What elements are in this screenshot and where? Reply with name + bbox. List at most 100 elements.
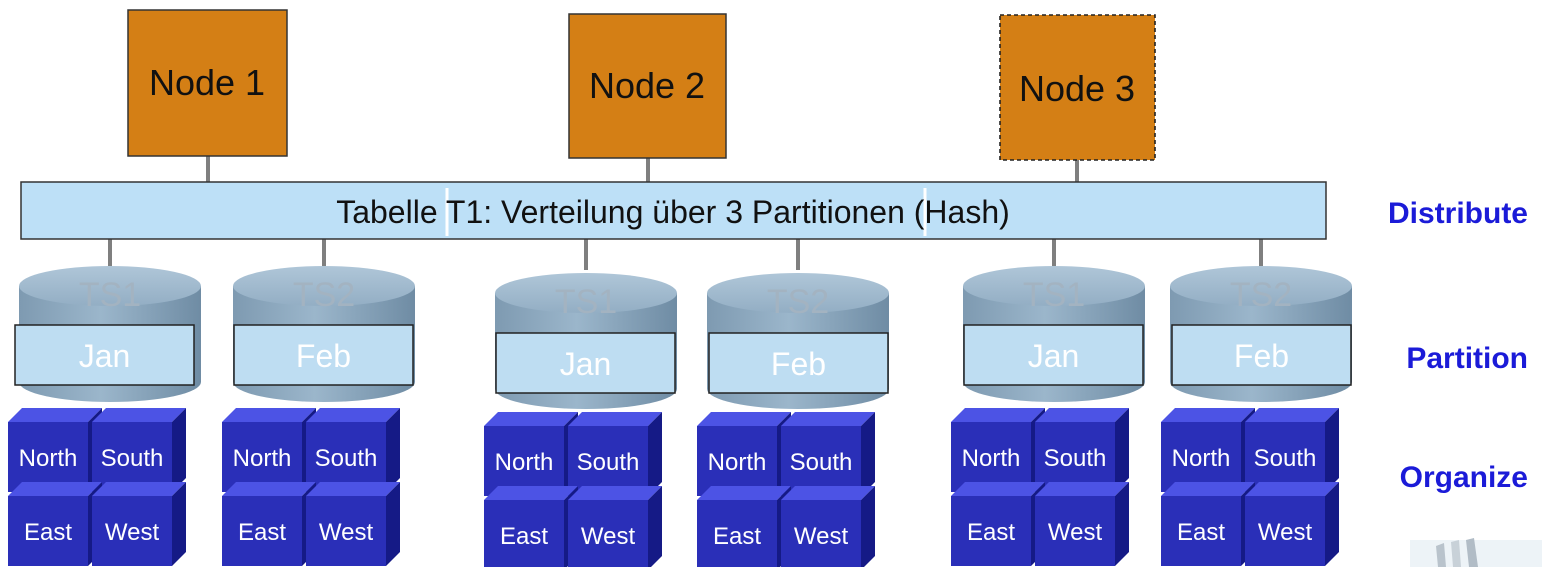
cube-label: South (1254, 445, 1317, 472)
tablespace-label: TS1 (79, 276, 141, 314)
tablespace-label: TS2 (293, 276, 355, 314)
node-1: Node 1 (127, 9, 288, 157)
cube-side-face (1325, 408, 1339, 492)
cube-label: West (319, 519, 374, 546)
cube-top-face (1035, 482, 1129, 496)
cube-front-face (568, 426, 648, 496)
cube-front-face (306, 496, 386, 566)
cube-top-face (1245, 408, 1339, 422)
cube-front-face (222, 422, 302, 492)
cube-top-face (697, 486, 791, 500)
cube-top-face (8, 408, 102, 422)
layer-label-organize: Organize (1400, 461, 1528, 494)
cube-side-face (1115, 482, 1129, 566)
node-1-label: Node 1 (149, 62, 265, 103)
cube-top-face (697, 412, 791, 426)
cube-side-face (386, 408, 400, 492)
month-partition-box (963, 324, 1144, 386)
cube-side-face (386, 482, 400, 566)
node-1-box (127, 9, 288, 157)
cube-label: North (495, 449, 554, 476)
cube-side-face (861, 412, 875, 496)
cube-label: West (581, 523, 636, 550)
cube-front-face (1245, 422, 1325, 492)
cube-front-face (8, 496, 88, 566)
month-partition-box (233, 324, 414, 386)
cube-label: West (1048, 519, 1103, 546)
cube-front-face (1161, 496, 1241, 566)
cube-front-face (306, 422, 386, 492)
month-partition-label: Feb (771, 346, 826, 382)
cube-top-face (484, 486, 578, 500)
month-partition-label: Jan (1028, 338, 1080, 374)
table-bar-box (20, 181, 1327, 240)
month-partition-box (14, 324, 195, 386)
cube-top-face (1035, 408, 1129, 422)
cube-label: East (967, 519, 1015, 546)
cube-side-face (1115, 408, 1129, 492)
tablespace-cylinder-top (963, 266, 1145, 306)
cube-top-face (1161, 482, 1255, 496)
cube-top-face (92, 482, 186, 496)
cube-front-face (484, 500, 564, 567)
cube-label: South (101, 445, 164, 472)
logo-icon (1410, 538, 1542, 567)
cube-top-face (222, 408, 316, 422)
cube-front-face (568, 500, 648, 567)
cube-front-face (92, 422, 172, 492)
cube-top-face (568, 486, 662, 500)
month-partition-box (1171, 324, 1352, 386)
tablespace-cylinder-top (233, 266, 415, 306)
cube-front-face (92, 496, 172, 566)
cube-label: West (794, 523, 849, 550)
node-2-box (568, 13, 727, 159)
cube-front-face (8, 422, 88, 492)
cube-front-face (951, 422, 1031, 492)
cube-front-face (781, 426, 861, 496)
cube-top-face (951, 408, 1045, 422)
cube-front-face (1035, 422, 1115, 492)
month-partition-box (495, 332, 676, 394)
month-partition-label: Jan (560, 346, 612, 382)
cube-front-face (1161, 422, 1241, 492)
cube-label: East (24, 519, 72, 546)
cube-top-face (781, 412, 875, 426)
cube-top-face (222, 482, 316, 496)
cube-label: East (1177, 519, 1225, 546)
layer-label-distribute: Distribute (1388, 197, 1528, 230)
cube-label: North (1172, 445, 1231, 472)
cube-label: North (962, 445, 1021, 472)
cube-front-face (697, 426, 777, 496)
table-bar: Tabelle T1: Verteilung über 3 Partitione… (20, 181, 1327, 240)
tablespace-cylinder-top (707, 273, 889, 313)
cube-side-face (172, 408, 186, 492)
cube-top-face (951, 482, 1045, 496)
cube-top-face (781, 486, 875, 500)
cube-label: West (1258, 519, 1313, 546)
cube-side-face (1325, 482, 1339, 566)
cube-top-face (1245, 482, 1339, 496)
cube-label: North (233, 445, 292, 472)
cube-label: North (708, 449, 767, 476)
tablespace-cylinder-top (19, 266, 201, 306)
cube-label: North (19, 445, 78, 472)
cube-label: West (105, 519, 160, 546)
cube-front-face (1035, 496, 1115, 566)
cube-front-face (1245, 496, 1325, 566)
cube-top-face (92, 408, 186, 422)
tablespace-label: TS1 (555, 283, 617, 321)
month-partition-box (708, 332, 889, 394)
tablespace-cylinder-top (495, 273, 677, 313)
